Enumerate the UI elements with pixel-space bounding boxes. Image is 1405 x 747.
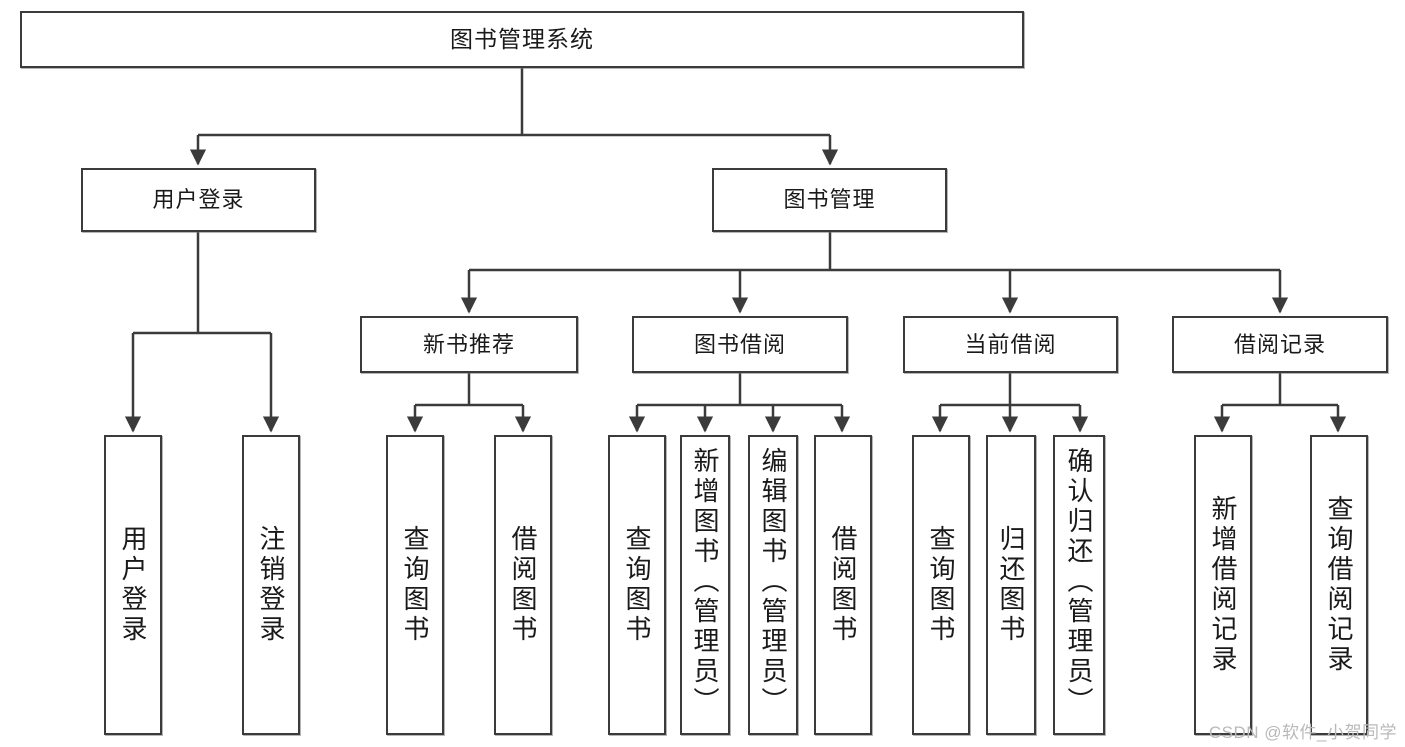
node-user-login[interactable]: 用户登录 <box>81 168 316 232</box>
node-user-login-label: 用户登录 <box>152 187 245 213</box>
leaf-query-record[interactable]: 查询借阅记录 <box>1310 435 1368 735</box>
leaf-borrow-book-1-label: 借阅图书 <box>508 525 538 645</box>
leaf-edit-book[interactable]: 编辑图书（管理员） <box>748 435 798 735</box>
leaf-add-record[interactable]: 新增借阅记录 <box>1194 435 1252 735</box>
leaf-query-record-label: 查询借阅记录 <box>1324 495 1354 675</box>
leaf-query-book-1-label: 查询图书 <box>400 525 430 645</box>
node-root-system[interactable]: 图书管理系统 <box>20 11 1024 68</box>
leaf-confirm-return[interactable]: 确认归还（管理员） <box>1053 435 1105 735</box>
leaf-edit-book-label: 编辑图书（管理员） <box>758 447 788 717</box>
node-current-borrow-label: 当前借阅 <box>964 331 1057 357</box>
node-current-borrow[interactable]: 当前借阅 <box>903 316 1118 373</box>
node-book-borrow-label: 图书借阅 <box>693 331 786 357</box>
leaf-return-book-label: 归还图书 <box>996 525 1026 645</box>
leaf-query-book-3-label: 查询图书 <box>926 525 956 645</box>
node-new-book-recommend[interactable]: 新书推荐 <box>360 316 578 373</box>
leaf-logout-login-label: 注销登录 <box>256 525 286 645</box>
leaf-query-book-2-label: 查询图书 <box>622 525 652 645</box>
node-root-label: 图书管理系统 <box>450 26 594 53</box>
leaf-logout-login[interactable]: 注销登录 <box>242 435 300 735</box>
leaf-query-book-2[interactable]: 查询图书 <box>608 435 666 735</box>
leaf-query-book-1[interactable]: 查询图书 <box>386 435 444 735</box>
node-book-management[interactable]: 图书管理 <box>712 168 947 232</box>
leaf-confirm-return-label: 确认归还（管理员） <box>1064 447 1094 717</box>
node-book-management-label: 图书管理 <box>783 187 876 213</box>
leaf-borrow-book-1[interactable]: 借阅图书 <box>494 435 552 735</box>
leaf-user-login-label: 用户登录 <box>118 525 148 645</box>
leaf-add-record-label: 新增借阅记录 <box>1208 495 1238 675</box>
leaf-borrow-book-2-label: 借阅图书 <box>828 525 858 645</box>
node-borrow-record[interactable]: 借阅记录 <box>1172 316 1388 373</box>
leaf-user-login[interactable]: 用户登录 <box>104 435 162 735</box>
leaf-query-book-3[interactable]: 查询图书 <box>912 435 970 735</box>
node-new-book-recommend-label: 新书推荐 <box>422 331 515 357</box>
leaf-add-book[interactable]: 新增图书（管理员） <box>680 435 730 735</box>
leaf-borrow-book-2[interactable]: 借阅图书 <box>814 435 872 735</box>
leaf-return-book[interactable]: 归还图书 <box>986 435 1036 735</box>
node-book-borrow[interactable]: 图书借阅 <box>632 316 848 373</box>
leaf-add-book-label: 新增图书（管理员） <box>690 447 720 717</box>
node-borrow-record-label: 借阅记录 <box>1233 331 1326 357</box>
